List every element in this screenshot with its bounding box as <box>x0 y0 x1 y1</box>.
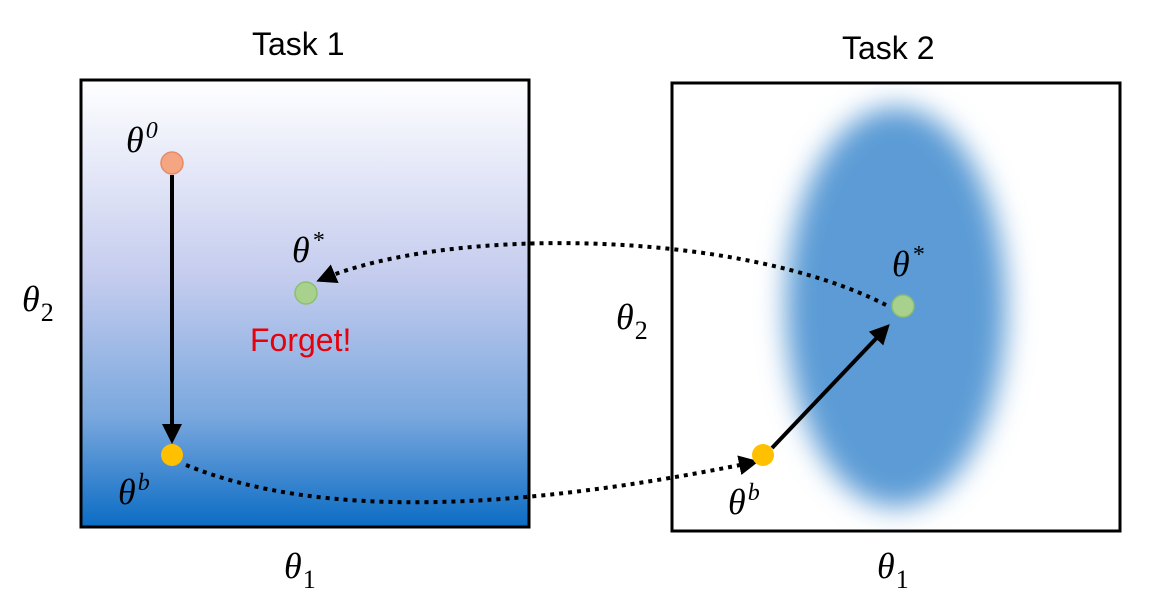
task2-descent-arrow <box>770 324 890 450</box>
task1-thetab-point <box>161 444 183 466</box>
task2-thetab-label: θb <box>728 480 760 522</box>
task2-thetab-point <box>752 444 774 466</box>
task1-theta0-label: θ0 <box>126 118 158 160</box>
task2-title: Task 2 <box>842 30 935 66</box>
task1-x-axis-label: θ1 <box>284 546 316 594</box>
task1-theta0-point <box>160 151 184 175</box>
task1-thetab-label: θb <box>118 470 150 512</box>
task2-thetastar-label: θ* <box>892 242 924 284</box>
task2-x-axis-label: θ1 <box>877 546 909 594</box>
task2-y-axis-label: θ2 <box>616 297 648 345</box>
forget-arrow-to-task1 <box>316 241 887 307</box>
task1-thetastar-label: θ* <box>292 228 324 270</box>
task2-thetastar-point <box>891 294 915 318</box>
task1-thetastar-point <box>294 281 318 305</box>
transfer-arrow-to-task2 <box>185 455 759 505</box>
task1-title: Task 1 <box>252 26 345 62</box>
forget-annotation: Forget! <box>250 322 352 358</box>
task1-y-axis-label: θ2 <box>22 279 54 327</box>
